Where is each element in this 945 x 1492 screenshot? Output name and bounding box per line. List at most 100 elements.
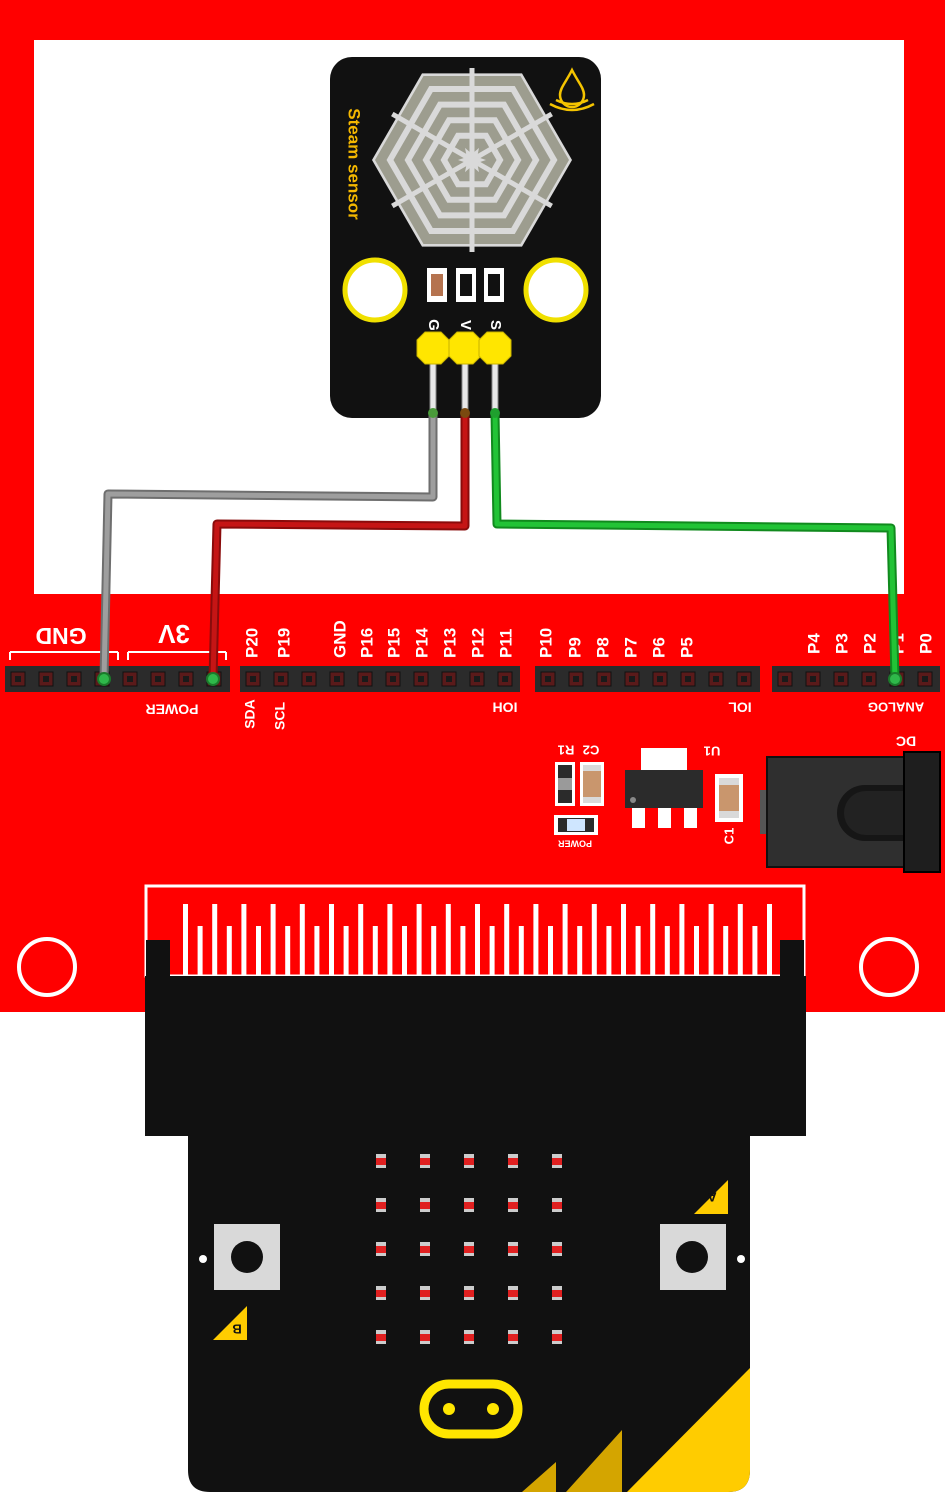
- power-header: GND 3V POWER: [5, 619, 230, 717]
- edge-finger: [358, 904, 364, 976]
- edge-finger: [737, 904, 743, 976]
- header-label: P4: [804, 633, 823, 654]
- edge-finger: [416, 904, 422, 976]
- edge-finger: [723, 926, 729, 976]
- edge-finger: [562, 904, 568, 976]
- power-group-label: POWER: [146, 701, 199, 717]
- microbit-board: B A: [145, 976, 806, 1492]
- shield-components: C2 R1 POWER U1: [554, 733, 941, 873]
- sensor-mount-hole-right: [523, 257, 589, 323]
- edge-finger: [621, 904, 626, 976]
- edge-finger: [445, 904, 451, 976]
- dc-label: DC: [896, 733, 916, 749]
- edge-finger: [635, 926, 641, 976]
- edge-finger: [343, 926, 349, 976]
- mounting-hole-right: [859, 937, 919, 997]
- edge-finger: [212, 904, 218, 976]
- edge-finger: [489, 926, 495, 976]
- header-label: P6: [649, 637, 668, 658]
- edge-finger: [270, 904, 276, 976]
- mounting-hole-left: [17, 937, 77, 997]
- edge-finger: [518, 926, 524, 976]
- led-matrix: [376, 1154, 562, 1344]
- ioh-group-label: IOH: [493, 699, 518, 715]
- edge-finger: [679, 904, 685, 976]
- scl-label: SCL: [272, 702, 288, 730]
- edge-finger: [475, 904, 480, 976]
- edge-finger: [402, 926, 407, 976]
- edge-finger: [577, 926, 583, 976]
- header-label: P16: [357, 628, 376, 658]
- edge-finger: [372, 926, 378, 976]
- r1-label: R1: [558, 743, 575, 758]
- microbit-logo-icon: [419, 1379, 523, 1439]
- 3v-power-label: 3V: [157, 619, 189, 649]
- header-label: P15: [384, 628, 403, 658]
- header-label: P2: [860, 633, 879, 654]
- sensor-pin-label: G: [425, 319, 442, 331]
- edge-finger: [431, 926, 437, 976]
- edge-connector-slot: [144, 884, 806, 978]
- edge-finger: [767, 904, 772, 976]
- edge-finger: [694, 926, 699, 976]
- edge-finger: [533, 904, 539, 976]
- header-label: P14: [412, 627, 431, 658]
- sensor-name-label: Steam sensor: [345, 108, 364, 220]
- header-label: P11: [496, 629, 515, 658]
- power-led-label: POWER: [558, 839, 593, 849]
- edge-finger: [329, 904, 334, 976]
- edge-finger: [504, 904, 510, 976]
- c1-label: C1: [721, 828, 736, 845]
- button-a[interactable]: A: [660, 1180, 745, 1290]
- gnd-power-label: GND: [35, 623, 86, 649]
- edge-finger: [591, 904, 597, 976]
- u1-label: U1: [704, 744, 721, 759]
- header-label: P12: [468, 628, 487, 658]
- steam-sensing-pad: [372, 68, 572, 252]
- sensor-header-pin: [448, 331, 482, 365]
- sda-label: SDA: [242, 699, 258, 729]
- c2-label: C2: [583, 743, 600, 758]
- button-b[interactable]: B: [199, 1224, 280, 1340]
- analog-group-label: ANALOG: [868, 700, 924, 715]
- sensor-header-pin: [416, 331, 450, 365]
- header-label: P5: [677, 637, 696, 658]
- iol-group-label: IOL: [728, 699, 752, 715]
- edge-finger: [314, 926, 320, 976]
- sensor-mount-hole-left: [342, 257, 408, 323]
- sensor-pin-leg: [461, 359, 469, 416]
- edge-finger: [606, 926, 612, 976]
- edge-finger: [241, 904, 247, 976]
- header-label: P19: [274, 628, 293, 658]
- sensor-pin-label: S: [487, 320, 504, 330]
- header-label: P0: [916, 633, 935, 654]
- header-label: P8: [593, 637, 612, 658]
- edge-finger: [387, 904, 393, 976]
- header-label: GND: [330, 620, 349, 658]
- edge-finger: [285, 926, 291, 976]
- header-label: P7: [621, 637, 640, 658]
- wires: [97, 408, 902, 686]
- edge-finger: [664, 926, 670, 976]
- sensor-pin-label: V: [457, 320, 474, 330]
- sensor-header-pin: [478, 331, 512, 365]
- button-b-label: B: [232, 1322, 241, 1337]
- button-a-label: A: [707, 1190, 717, 1205]
- edge-finger: [197, 926, 203, 976]
- header-label: P13: [440, 628, 459, 658]
- iol-header: P10 P9 P8 P7 P6 P5 IOL: [535, 628, 760, 715]
- edge-finger: [650, 904, 656, 976]
- edge-finger: [299, 904, 305, 976]
- edge-finger: [708, 904, 714, 976]
- edge-finger: [752, 926, 758, 976]
- ioh-header: P20 P19 GND P16 P15 P14 P13 P12 P11 SDA SCL IOH: [240, 620, 520, 730]
- dc-jack: [760, 751, 941, 873]
- header-label: P3: [832, 633, 851, 654]
- steam-sensor-module: Steam sensor G V S: [330, 57, 601, 418]
- header-label: P9: [565, 637, 584, 658]
- header-label: P20: [242, 628, 261, 658]
- water-drop-icon: [549, 67, 595, 112]
- header-label: P10: [536, 628, 555, 658]
- u1-regulator: [625, 770, 703, 808]
